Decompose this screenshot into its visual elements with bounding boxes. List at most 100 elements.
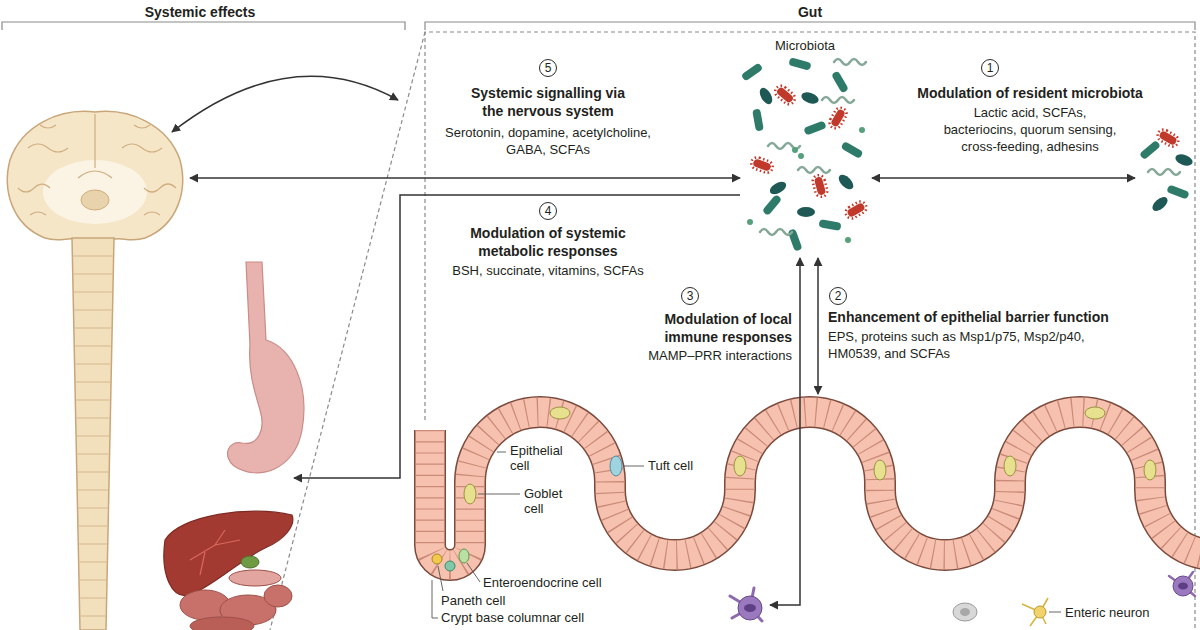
- rod-bacterium: [840, 141, 863, 159]
- spinal-segment-lines: [73, 256, 112, 616]
- spiky-bacterium: [750, 156, 775, 175]
- coccus: [798, 153, 804, 159]
- epithelium-part: [430, 412, 1200, 565]
- liver: [164, 511, 293, 595]
- heading-text: Modulation of systemic metabolic respons…: [448, 224, 648, 260]
- callout-text: 4: [545, 205, 552, 217]
- leader-lines-part: [438, 566, 443, 591]
- arrows-part: [172, 76, 398, 132]
- rod-bacterium: [803, 120, 826, 135]
- rod-bacterium: [818, 219, 841, 231]
- label-text: Enteroendocrine cell: [483, 575, 602, 590]
- goblet-cells-part: [734, 456, 746, 476]
- section-brackets-part: [2, 22, 405, 30]
- oval-bacterium: [800, 90, 820, 106]
- liver-part: [164, 511, 293, 595]
- enteric-neuron-part: [1034, 606, 1046, 618]
- brain-part-part: [144, 212, 160, 215]
- tuft-cell-part: [610, 456, 622, 476]
- stromal-cell: [953, 603, 977, 621]
- label-box: Lactic acid, SCFAs, bacteriocins, quorum…: [940, 104, 1120, 155]
- callout-text: 5: [545, 62, 552, 74]
- label-text: Enteric neuron: [1065, 605, 1150, 620]
- coccus: [792, 147, 798, 153]
- label-text: MAMP–PRR interactions: [648, 347, 792, 364]
- label-box: Modulation of systemic metabolic respons…: [448, 224, 648, 260]
- goblet-cells-part: [1085, 407, 1105, 419]
- leader-lines-part: [1049, 612, 1061, 613]
- tuft-cell: [610, 456, 622, 476]
- label-text: Lactic acid, SCFAs, bacteriocins, quorum…: [940, 104, 1120, 155]
- rod-bacterium: [1139, 140, 1161, 160]
- brain-part-part: [78, 171, 112, 178]
- label-box: Goblet cell: [524, 486, 570, 516]
- epithelium-part: [430, 412, 1200, 565]
- dendritic-cell-part: [738, 596, 762, 620]
- callout-number: 2: [829, 287, 847, 305]
- spiky-bacterium: [1155, 127, 1180, 148]
- brain-part-part: [18, 184, 50, 192]
- label-box: Enhancement of epithelial barrier functi…: [828, 308, 1168, 326]
- callout-number: 3: [681, 287, 699, 305]
- spirochete: [760, 229, 792, 235]
- brain-part-part: [30, 212, 46, 215]
- brain-part-part: [94, 114, 95, 168]
- label-text: Crypt base columnar cell: [441, 610, 584, 625]
- leader-lines-part: [623, 466, 644, 467]
- intestines-part: [264, 585, 292, 607]
- heading-text: Systemic signalling via the nervous syst…: [468, 84, 628, 120]
- rod-bacterium: [787, 228, 802, 251]
- label-box: Systemic signalling via the nervous syst…: [468, 84, 628, 120]
- oval-bacterium: [757, 86, 775, 107]
- oval-bacterium: [836, 172, 856, 192]
- rod-bacterium: [1166, 184, 1189, 199]
- bacterium-body: [814, 176, 826, 195]
- oval-bacterium: [1174, 152, 1194, 168]
- label-box: Microbiota: [755, 37, 855, 54]
- brain-part-part: [28, 144, 68, 152]
- zoom-frame-part: [270, 32, 425, 630]
- label-text: Tuft cell: [648, 458, 693, 473]
- spiky-bacterium: [811, 174, 828, 198]
- leader-lines: [432, 452, 1061, 618]
- epithelium: [430, 412, 1200, 565]
- arrows-part: [872, 177, 1135, 179]
- crypt-cells: [432, 549, 469, 571]
- immune-cell-part: [1169, 572, 1195, 596]
- crypt-cells-part: [445, 561, 455, 571]
- spinal-cord: [72, 238, 114, 630]
- intestines-part: [190, 617, 254, 630]
- zoom-frame-part: [425, 32, 1195, 630]
- heading-text: Modulation of local immune responses: [622, 310, 792, 346]
- crypt-cells-part: [432, 554, 442, 564]
- rod-bacterium: [752, 108, 764, 131]
- heading-text: Enhancement of epithelial barrier functi…: [828, 308, 1109, 326]
- goblet-cells-part: [1144, 460, 1156, 480]
- heading-text: Systemic effects: [145, 3, 256, 21]
- label-box: Paneth cell: [441, 593, 541, 608]
- brain-part: [43, 160, 147, 224]
- coccus: [859, 127, 865, 133]
- label-text: EPS, proteins such as Msp1/p75, Msp2/p40…: [828, 328, 1108, 362]
- label-box: Tuft cell: [648, 458, 720, 473]
- spirochete: [834, 59, 866, 65]
- arrows-part: [770, 258, 800, 605]
- goblet-cells-part: [874, 460, 886, 480]
- goblet-cells-part: [464, 484, 476, 504]
- dendritic-cell-part: [730, 588, 762, 621]
- label-box: Gut: [760, 3, 860, 21]
- stomach-part: [228, 262, 304, 473]
- microbiota-cluster: [741, 57, 1194, 251]
- label-box: Modulation of local immune responses: [622, 310, 792, 346]
- label-box: Crypt base columnar cell: [441, 610, 621, 625]
- callout-number: 5: [539, 59, 557, 77]
- spinal-segments: [73, 256, 112, 616]
- immune-cell-part: [1178, 583, 1188, 590]
- label-text: Microbiota: [775, 37, 835, 54]
- arrows: [172, 76, 1135, 605]
- callout-text: 2: [835, 290, 842, 302]
- brain-part-part: [40, 125, 56, 128]
- coccus: [747, 219, 753, 225]
- spirochete: [798, 167, 830, 173]
